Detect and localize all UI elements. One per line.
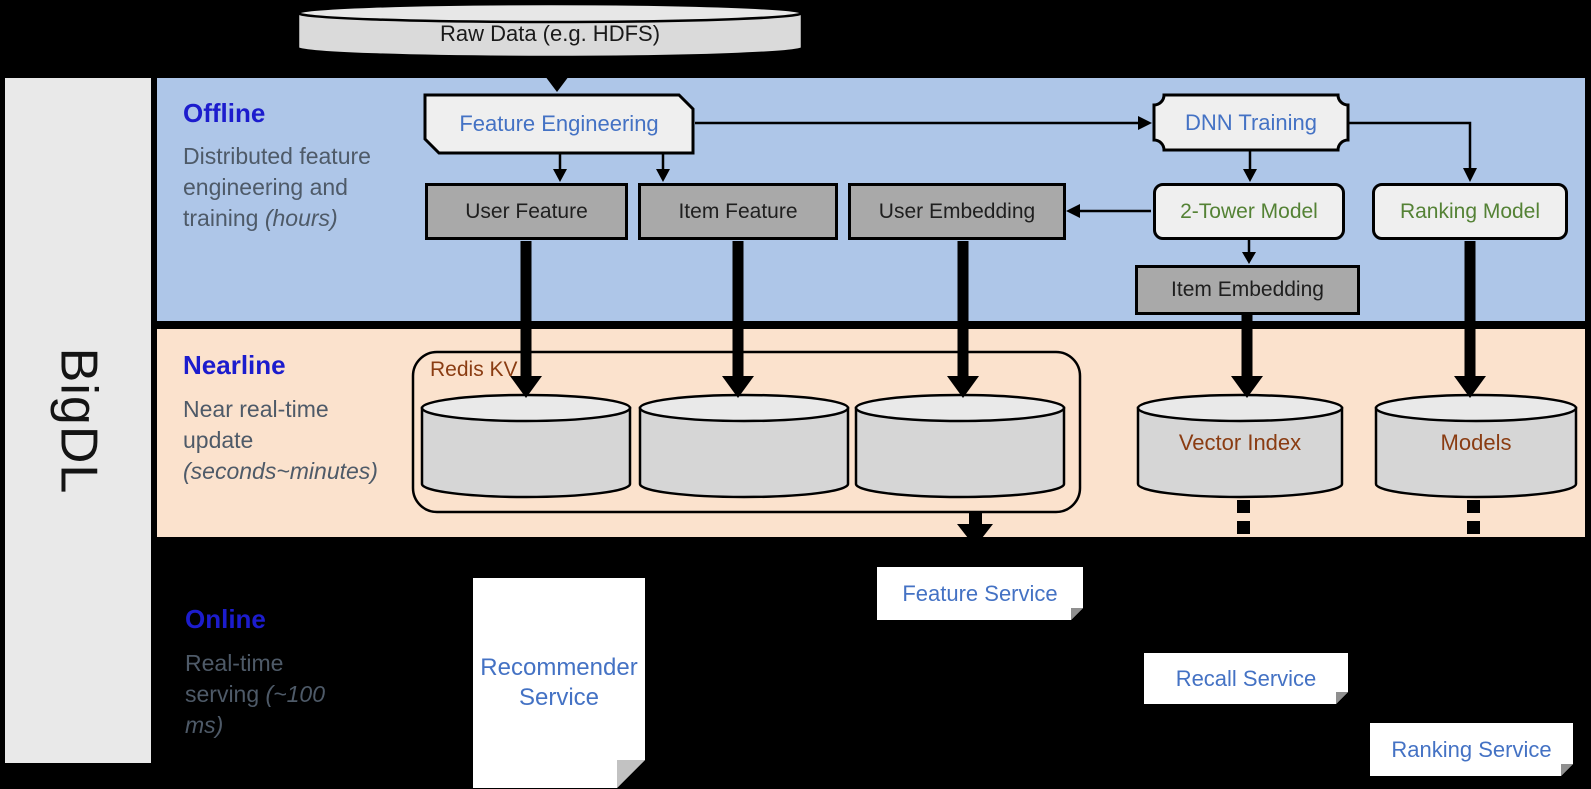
arrow-two-tower-to-user-embedding [1066,204,1151,218]
item-embedding-node: Item Embedding [1135,265,1360,315]
vector-index-cylinder [1136,393,1344,499]
nearline-section-title: Nearline [183,350,286,380]
user-embedding-label: User Embedding [878,199,1036,223]
user-embedding-node: User Embedding [848,183,1066,240]
dashed-link-models-to-ranking-service [1467,500,1480,534]
ranking-service-node: Ranking Service [1370,723,1573,776]
ranking-model-node: Ranking Model [1372,183,1568,240]
dnn-training-label: DNN Training [1184,109,1318,135]
models-cylinder [1374,393,1578,499]
item-feature-label: Item Feature [678,199,798,223]
arrow-rawdata-to-feature-engineering [545,59,569,92]
arrow-ranking-model-to-models [1454,241,1486,398]
recommender-service-node: Recommender Service [473,578,645,788]
dashed-link-vector-index-to-recall-service [1237,500,1250,534]
arrow-user-feature-to-redis [510,241,542,398]
ranking-service-label: Ranking Service [1391,736,1552,762]
redis-kv-label: Redis KV [430,358,518,381]
offline-section-desc: Distributed feature engineering and trai… [183,141,375,234]
redis-cylinder-1 [420,393,632,499]
feature-service-node: Feature Service [877,567,1083,620]
two-tower-model-label: 2-Tower Model [1180,199,1318,223]
arrow-dnn-training-to-two-tower-model [1243,150,1257,182]
offline-desc-note: (hours) [264,205,338,231]
online-section-title: Online [185,604,266,634]
dashed-arrow-redis-to-feature-service [957,513,993,547]
arrow-two-tower-to-item-embedding [1242,240,1256,264]
raw-data-cylinder [296,2,804,59]
nearline-desc-note: (seconds~minutes) [183,458,378,484]
dnn-training-shape [1152,93,1350,152]
recommender-service-label: Recommender Service [480,654,638,711]
arrow-user-embedding-to-redis [947,241,979,398]
feature-service-label: Feature Service [902,580,1058,606]
item-feature-node: Item Feature [638,183,838,240]
user-feature-label: User Feature [465,199,588,223]
feature-engineering-label: Feature Engineering [459,111,659,136]
arrow-feature-engineering-to-dnn-training [695,116,1152,130]
recall-service-node: Recall Service [1144,653,1348,704]
redis-cylinder-2 [638,393,850,499]
redis-kv-container [411,350,1082,514]
online-section-desc: Real-time serving (~100 ms) [185,648,347,741]
feature-engineering-shape [423,93,695,155]
offline-section-title: Offline [183,98,266,128]
raw-data-label: Raw Data (e.g. HDFS) [439,21,661,46]
online-desc-note: (~100 ms) [185,681,326,738]
arrow-item-feature-to-redis [722,241,754,398]
arrow-feature-engineering-to-item-feature [656,153,670,182]
ranking-model-label: Ranking Model [1399,199,1541,223]
offline-desc-text: Distributed feature engineering and trai… [183,143,371,231]
two-tower-model-node: 2-Tower Model [1153,183,1345,240]
item-embedding-label: Item Embedding [1171,278,1324,301]
bigdl-side-panel: BigDL [5,78,151,763]
user-feature-node: User Feature [425,183,628,240]
nearline-section-desc: Near real-time update (seconds~minutes) [183,394,383,487]
arrow-item-embedding-to-vector-index [1231,314,1263,398]
recall-service-label: Recall Service [1175,665,1317,691]
nearline-desc-text: Near real-time update [183,396,329,453]
models-label: Models [1440,430,1512,455]
arrow-feature-engineering-to-user-feature [553,153,567,182]
vector-index-label: Vector Index [1178,430,1302,455]
arrow-dnn-training-to-ranking-model [1348,121,1477,182]
redis-cylinder-3 [854,393,1066,499]
online-desc-text: Real-time serving [185,650,284,707]
